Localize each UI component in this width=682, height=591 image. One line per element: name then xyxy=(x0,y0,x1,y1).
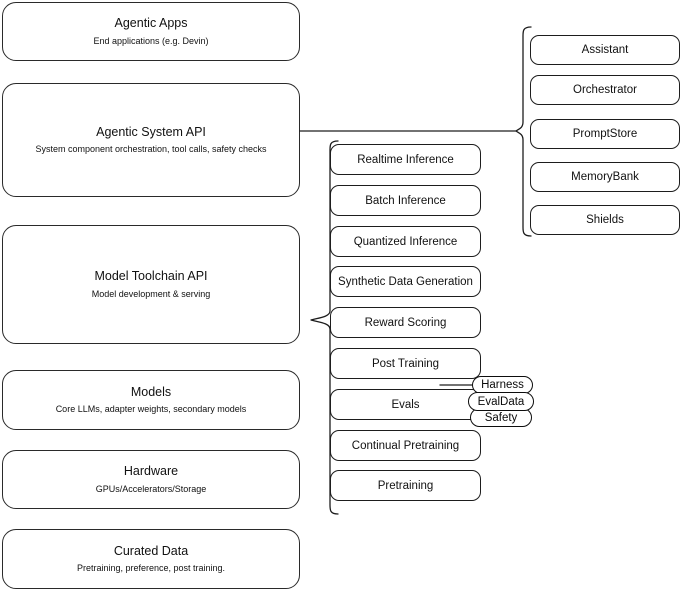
component-label: Batch Inference xyxy=(365,194,446,207)
layer-title: Models xyxy=(130,384,172,399)
layer-title: Model Toolchain API xyxy=(94,269,208,284)
layer-box-model-toolchain-api[interactable]: Model Toolchain API Model development & … xyxy=(2,225,300,344)
evals-subcomponent-evaldata[interactable]: EvalData xyxy=(468,392,534,411)
component-label: Continual Pretraining xyxy=(351,439,460,452)
oval-label: Harness xyxy=(481,379,524,391)
component-label: Reward Scoring xyxy=(364,316,447,329)
layer-title: Agentic System API xyxy=(96,124,206,139)
component-label: MemoryBank xyxy=(571,171,639,183)
agentic-component-assistant[interactable]: Assistant xyxy=(530,35,680,65)
component-realtime-inference[interactable]: Realtime Inference xyxy=(330,144,481,175)
component-label: Synthetic Data Generation xyxy=(338,275,473,288)
layer-subtitle: End applications (e.g. Devin) xyxy=(93,35,209,46)
component-continual-pretraining[interactable]: Continual Pretraining xyxy=(330,430,481,461)
layer-box-curated-data[interactable]: Curated Data Pretraining, preference, po… xyxy=(2,529,300,589)
agentic-component-memorybank[interactable]: MemoryBank xyxy=(530,162,680,192)
component-label: Shields xyxy=(586,214,624,226)
component-post-training[interactable]: Post Training xyxy=(330,348,481,379)
component-reward-scoring[interactable]: Reward Scoring xyxy=(330,307,481,338)
layer-title: Hardware xyxy=(123,464,179,479)
oval-label: Safety xyxy=(484,411,518,424)
component-evals[interactable]: Evals xyxy=(330,389,481,420)
component-label: Orchestrator xyxy=(573,84,637,96)
layer-title: Curated Data xyxy=(113,543,189,558)
layer-subtitle: GPUs/Accelerators/Storage xyxy=(95,483,207,494)
component-label: PromptStore xyxy=(572,128,638,140)
layer-box-agentic-system-api[interactable]: Agentic System API System component orch… xyxy=(2,83,300,197)
layer-box-agentic-apps[interactable]: Agentic Apps End applications (e.g. Devi… xyxy=(2,2,300,61)
layer-subtitle: Model development & serving xyxy=(91,288,211,299)
component-pretraining[interactable]: Pretraining xyxy=(330,470,481,501)
component-quantized-inference[interactable]: Quantized Inference xyxy=(330,226,481,257)
oval-label: EvalData xyxy=(477,395,525,408)
layer-title: Agentic Apps xyxy=(114,16,188,31)
component-label: Pretraining xyxy=(377,479,434,492)
component-label: Evals xyxy=(391,398,420,411)
layer-subtitle: Core LLMs, adapter weights, secondary mo… xyxy=(55,404,247,415)
component-batch-inference[interactable]: Batch Inference xyxy=(330,185,481,216)
component-label: Post Training xyxy=(371,357,440,370)
component-synthetic-data-generation[interactable]: Synthetic Data Generation xyxy=(330,266,481,297)
component-label: Quantized Inference xyxy=(353,235,458,248)
layer-box-hardware[interactable]: Hardware GPUs/Accelerators/Storage xyxy=(2,450,300,509)
agentic-component-promptstore[interactable]: PromptStore xyxy=(530,119,680,149)
component-label: Assistant xyxy=(581,44,629,56)
layer-subtitle: System component orchestration, tool cal… xyxy=(35,144,267,155)
evals-subcomponent-harness[interactable]: Harness xyxy=(472,376,533,394)
layer-box-models[interactable]: Models Core LLMs, adapter weights, secon… xyxy=(2,370,300,430)
brace-agentic-system-components xyxy=(515,26,532,237)
agentic-component-shields[interactable]: Shields xyxy=(530,205,680,235)
component-label: Realtime Inference xyxy=(357,153,454,166)
layer-subtitle: Pretraining, preference, post training. xyxy=(76,563,226,574)
agentic-component-orchestrator[interactable]: Orchestrator xyxy=(530,75,680,105)
